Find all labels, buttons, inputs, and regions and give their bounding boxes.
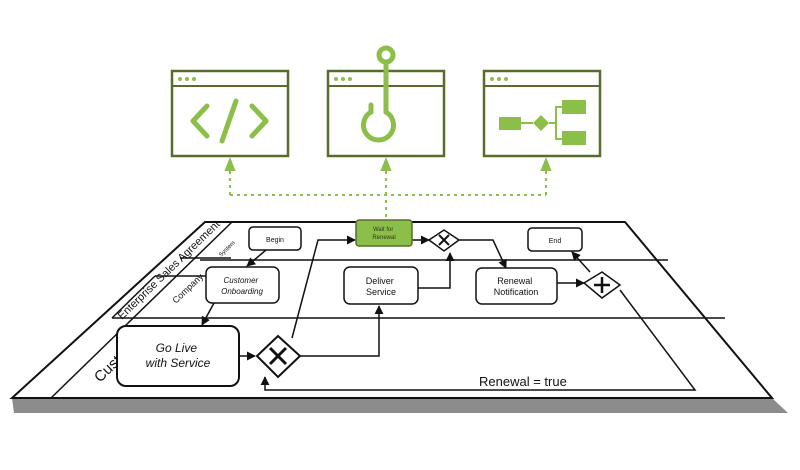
node-wait-for-renewal-line1: Wait for (373, 227, 393, 233)
node-deliver-service: Deliver Service (343, 266, 419, 305)
node-begin-label: Begin (266, 237, 284, 244)
code-brackets-icon (190, 98, 269, 144)
flowchart-icon (499, 100, 586, 145)
gateway-exclusive-main (255, 334, 302, 379)
node-end-label: End (549, 238, 562, 245)
node-wait-for-renewal-line2: Renewal (372, 235, 395, 241)
gateway-parallel (582, 271, 622, 299)
hook-window (326, 45, 446, 158)
svg-text:Go Live with Service: Go Live with Service (146, 341, 211, 370)
exclusive-x-icon (268, 346, 288, 366)
condition-label: Renewal = true (479, 374, 567, 389)
node-go-live-line1: Go Live (156, 341, 198, 355)
node-renewal-notification-line2: Notification (494, 287, 539, 297)
node-customer-onboarding-line2: Onboarding (221, 287, 263, 296)
sequence-flows (201, 235, 697, 391)
gateway-exclusive-top (427, 229, 461, 252)
svg-text:Wait for Renewal: Wait for Renewal (372, 227, 395, 241)
exclusive-x-icon-small (438, 234, 450, 246)
node-customer-onboarding: Customer Onboarding (205, 266, 280, 304)
node-renewal-notification: Renewal Notification (475, 267, 558, 305)
node-deliver-service-line1: Deliver (366, 276, 394, 286)
node-end: End (527, 227, 583, 252)
integration-connectors (224, 157, 552, 217)
node-wait-for-renewal: Wait for Renewal (355, 219, 413, 247)
node-customer-onboarding-line1: Customer (224, 276, 259, 285)
node-renewal-notification-line1: Renewal (497, 276, 532, 286)
node-deliver-service-line2: Service (366, 287, 396, 297)
node-go-live-line2: with Service (146, 356, 211, 370)
node-begin: Begin (248, 226, 302, 251)
code-window (170, 69, 290, 158)
svg-text:Renewal Notification: Renewal Notification (494, 276, 539, 297)
hook-icon (361, 45, 396, 143)
svg-text:Deliver Service: Deliver Service (366, 276, 397, 297)
plus-icon (594, 277, 610, 293)
flow-window (482, 69, 602, 158)
node-go-live: Go Live with Service (116, 325, 240, 387)
svg-text:Customer Onboarding: Customer Onboarding (221, 276, 263, 296)
